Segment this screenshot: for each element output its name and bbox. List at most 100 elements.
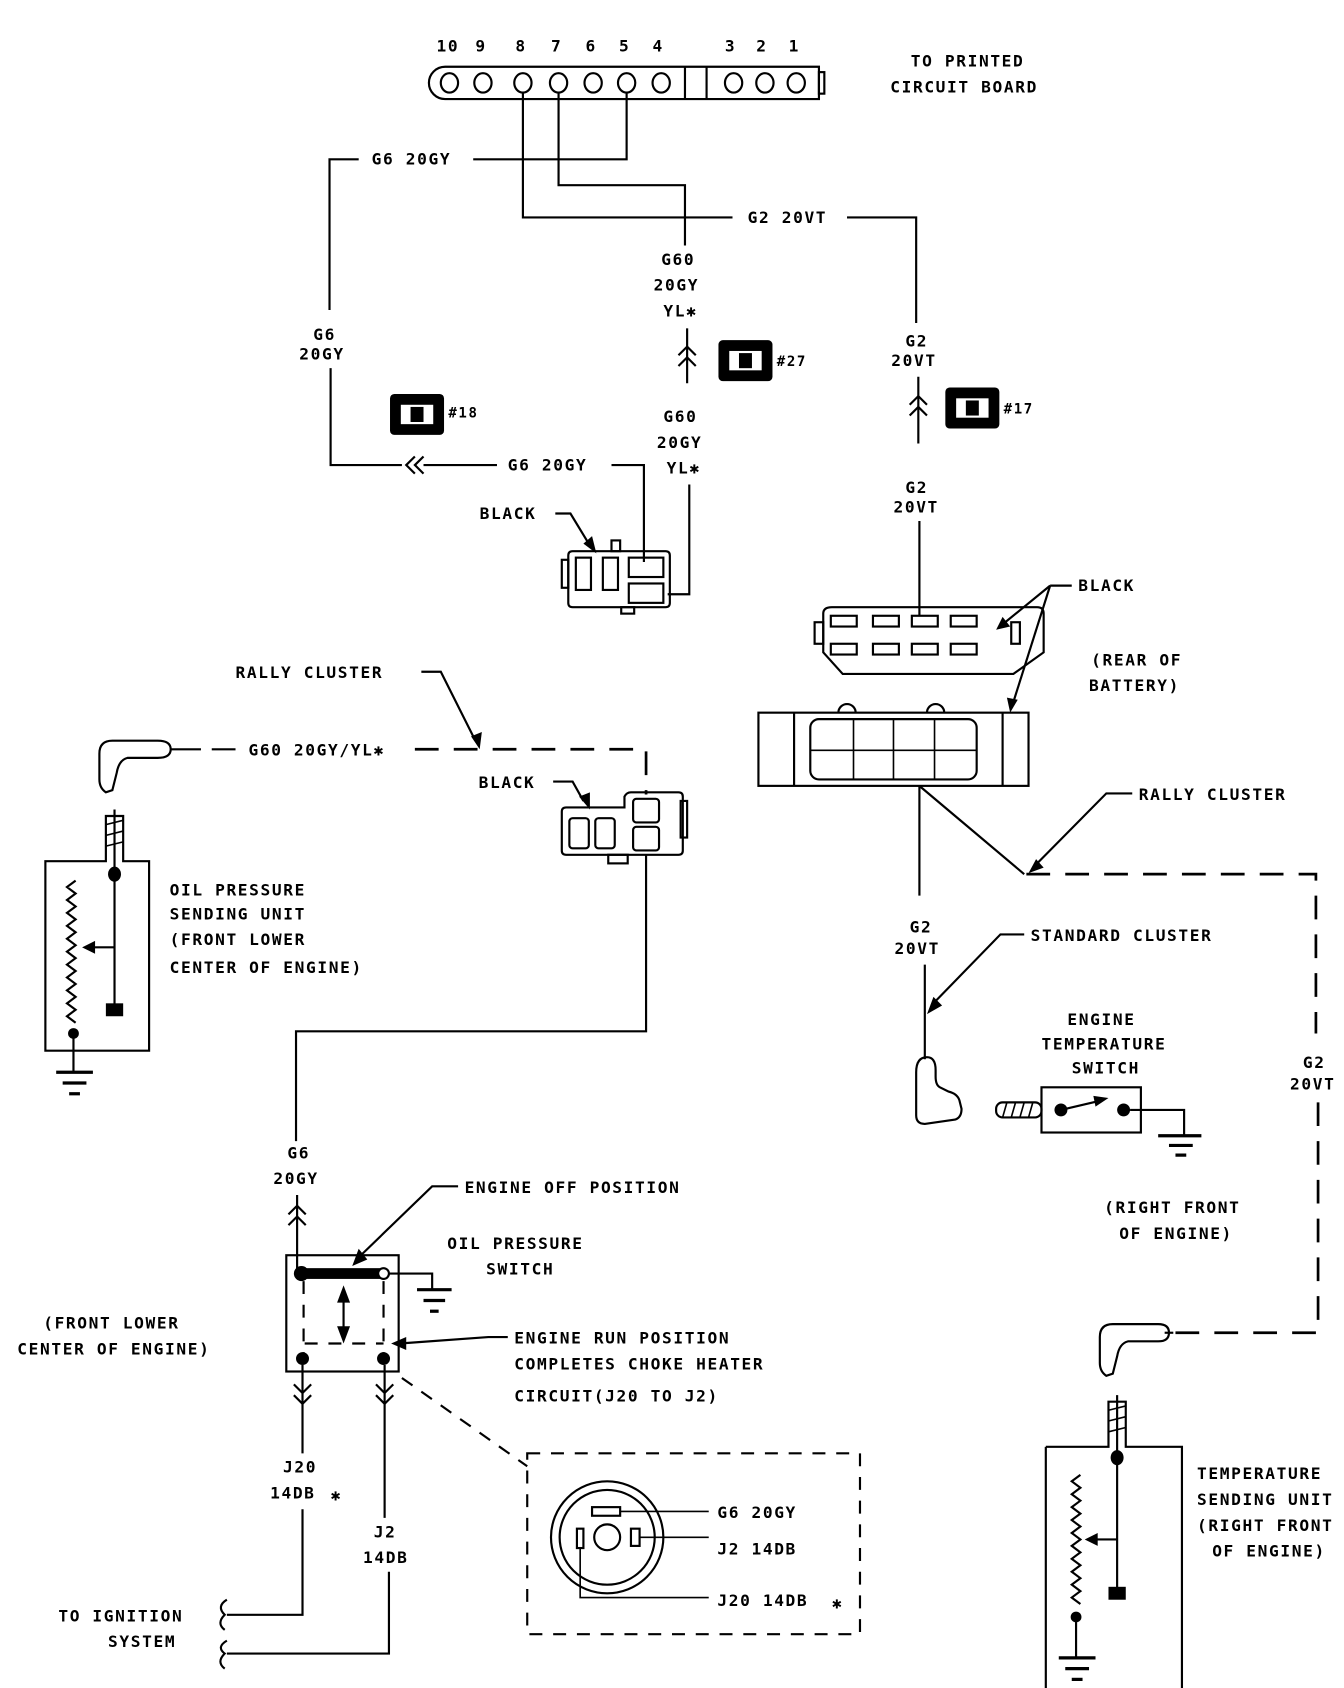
g2-chain: G2 20VT #17 G2 20VT [891, 332, 1034, 616]
battery-location: (REAR OF [1091, 650, 1182, 669]
ref-label-27: #27 [777, 354, 807, 370]
pin-label: 6 [586, 37, 597, 56]
connector-ref-17: #17 [945, 387, 1034, 429]
standard-cluster: G2 20VT STANDARD CLUSTER [895, 917, 1213, 1125]
wire-label: G60 [661, 250, 695, 269]
oil-pressure-sending-unit: OIL PRESSURE SENDING UNIT (FRONT LOWER C… [44, 809, 363, 1096]
detail-label: J20 14DB [717, 1591, 808, 1610]
engine-temperature-switch: ENGINE TEMPERATURE SWITCH (RIGHT FRONT O… [995, 1010, 1240, 1243]
wire-label: 14DB [270, 1484, 315, 1503]
wire-label: 20GY [273, 1169, 318, 1188]
wire-label: 20GY [654, 276, 699, 295]
label-black: BLACK [1078, 576, 1135, 595]
pin-label: 7 [551, 37, 562, 56]
wire-label: 20GY [299, 345, 344, 364]
pc-pins [439, 72, 806, 94]
label-engine-run: ENGINE RUN POSITION [514, 1329, 730, 1348]
ground-icon [56, 1070, 93, 1096]
wire-label-g6-top: G6 20GY [372, 150, 452, 169]
wire-label: 20VT [891, 351, 936, 370]
pc-board-connector: 10 9 8 7 6 5 4 3 2 1 TO PRINTED CIRCUIT … [427, 37, 1038, 101]
detail-label: ✱ [832, 1593, 843, 1612]
label-standard-cluster: STANDARD CLUSTER [1031, 926, 1213, 945]
pin-label: 1 [789, 37, 800, 56]
oil-sender-label: (FRONT LOWER [170, 930, 306, 949]
wire-label: YL✱ [663, 302, 697, 321]
temp-switch-label: SWITCH [1072, 1058, 1140, 1077]
wire-label: G60 [663, 407, 697, 426]
wire-label: G2 [905, 478, 928, 497]
wire-label: G6 [313, 325, 336, 344]
connector-ref-27: #27 [718, 340, 807, 382]
ground-icon [1158, 1134, 1202, 1157]
ground-icon [1058, 1656, 1096, 1682]
label-engine-run: COMPLETES CHOKE HEATER [514, 1354, 764, 1373]
ref-label-18: #18 [448, 406, 478, 422]
wire-label-g2-top: G2 20VT [748, 208, 828, 227]
pin-label: 2 [756, 37, 767, 56]
ignition-label: SYSTEM [108, 1632, 176, 1651]
temp-switch-label: ENGINE [1067, 1010, 1135, 1029]
pin-label: 5 [619, 37, 630, 56]
top-wires: G6 20GY G2 20VT [328, 92, 918, 323]
label-rally-cluster: RALLY CLUSTER [1139, 785, 1287, 804]
temp-sender-label: OF ENGINE) [1212, 1542, 1326, 1561]
wire-label-g6-mid: G6 20GY [508, 455, 588, 474]
wire-label: G2 [910, 917, 933, 936]
rally-cluster-left: RALLY CLUSTER G60 20GY/YL✱ [98, 663, 648, 795]
pc-board-label: TO PRINTED [911, 52, 1025, 71]
wire-label: J20 [283, 1458, 317, 1477]
temp-sender-label: SENDING UNIT [1197, 1490, 1333, 1509]
oil-sender-label: CENTER OF ENGINE) [170, 958, 363, 977]
label-black: BLACK [480, 504, 537, 523]
oil-pressure-switch: G6 20GY ENGINE OFF POSITION OIL PRESSURE… [17, 1143, 764, 1406]
pin-label: 9 [475, 37, 486, 56]
connector-black-upper: BLACK [480, 504, 671, 615]
temp-switch-location: (RIGHT FRONT [1104, 1198, 1240, 1217]
wire-label: G2 [1303, 1053, 1326, 1072]
pin-label: 8 [515, 37, 526, 56]
ground-icon [417, 1288, 452, 1313]
connector-black-lower: BLACK [294, 773, 689, 1142]
label-rally-cluster: RALLY CLUSTER [236, 663, 384, 682]
g6-left-branch: G6 20GY G6 20GY #18 [299, 325, 645, 562]
wire-label: 20VT [895, 939, 940, 958]
battery-location: BATTERY) [1089, 676, 1180, 695]
rally-cluster-right: RALLY CLUSTER G2 20VT [1026, 785, 1335, 1377]
pin-label: 10 [436, 37, 459, 56]
pc-board-label: CIRCUIT BOARD [890, 78, 1038, 97]
wire-label: G2 [905, 332, 928, 351]
wire-label: ✱ [331, 1486, 342, 1505]
wire-label: J2 [374, 1522, 397, 1541]
wire-label: 20GY [657, 433, 702, 452]
switch-detail-view: G6 20GY J2 14DB J20 14DB ✱ [401, 1377, 862, 1636]
temp-switch-label: TEMPERATURE [1041, 1035, 1166, 1054]
wire-label: 14DB [363, 1548, 408, 1567]
oil-switch-location: CENTER OF ENGINE) [17, 1339, 210, 1358]
detail-label: J2 14DB [717, 1540, 797, 1559]
oil-switch-label: OIL PRESSURE [447, 1234, 583, 1253]
oil-sender-label: OIL PRESSURE [170, 881, 306, 900]
wire-label: 20VT [893, 497, 938, 516]
ref-label-17: #17 [1004, 401, 1034, 417]
pin-label: 4 [653, 37, 664, 56]
label-black: BLACK [479, 773, 536, 792]
temp-sender-label: TEMPERATURE [1197, 1464, 1322, 1483]
oil-sender-label: SENDING UNIT [170, 904, 306, 923]
temperature-sending-unit: TEMPERATURE SENDING UNIT (RIGHT FRONT OF… [1044, 1395, 1333, 1688]
wire-label: YL✱ [667, 459, 701, 478]
label-engine-off: ENGINE OFF POSITION [465, 1178, 681, 1197]
wire-label-g60-dashed: G60 20GY/YL✱ [248, 741, 384, 760]
g60-chain: G60 20GY YL✱ #27 G60 20GY YL✱ [654, 250, 807, 596]
connector-ref-18: #18 [390, 394, 478, 435]
connector-black-battery: BLACK (REAR OF BATTERY) [757, 576, 1182, 896]
wire-label: 20VT [1290, 1074, 1335, 1093]
temp-sender-label: (RIGHT FRONT [1197, 1516, 1333, 1535]
detail-label: G6 20GY [717, 1503, 797, 1522]
choke-heater-wires: J20 14DB ✱ J2 14DB TO IGNITION SYSTEM [58, 1365, 408, 1670]
label-engine-run: CIRCUIT(J20 TO J2) [514, 1387, 719, 1406]
ignition-label: TO IGNITION [58, 1606, 183, 1625]
temp-switch-location: OF ENGINE) [1119, 1224, 1233, 1243]
pin-label: 3 [725, 37, 736, 56]
